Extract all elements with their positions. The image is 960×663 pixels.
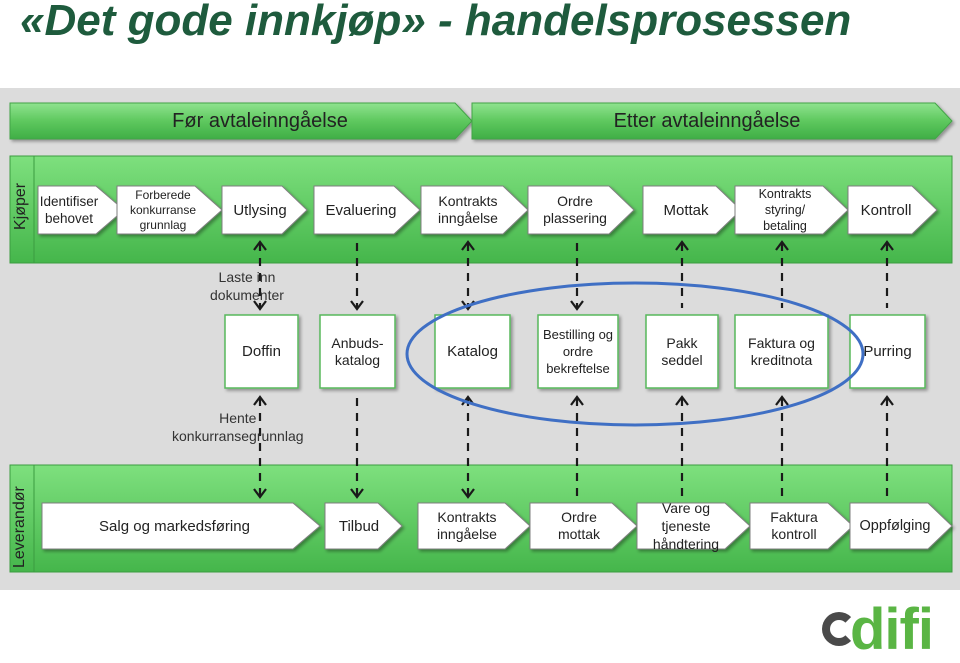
buyer-step-forberede: Forberede konkurranse grunnlag <box>129 187 197 232</box>
buyer-step-evaluering: Evaluering <box>325 201 397 219</box>
supplier-step-faktura-kontroll: Faktura kontroll <box>770 509 818 542</box>
buyer-step-shape-6 <box>527 185 635 235</box>
doc-faktura-kreditnota: Faktura og kreditnota <box>748 334 815 368</box>
doc-shape-4 <box>537 314 619 389</box>
supplier-step-kontrakts-inngaelse: Kontrakts inngåelse <box>437 509 497 542</box>
doc-shape-1 <box>224 314 299 389</box>
buyer-step-shape-5 <box>420 185 529 235</box>
buyer-step-shape-9 <box>847 185 938 235</box>
highlight-ellipse <box>405 281 865 427</box>
supplier-step-shape-4 <box>529 502 638 550</box>
doc-shape-6 <box>734 314 829 389</box>
note-laste-inn-dokumenter: Laste inn dokumenter <box>210 269 284 303</box>
lane-label-buyer: Kjøper <box>12 182 29 230</box>
supplier-step-oppfolging: Oppfølging <box>859 517 931 534</box>
doc-bestilling-ordrebekreftelse: Bestilling og ordre bekreftelse <box>542 327 614 376</box>
doc-doffin: Doffin <box>242 343 281 360</box>
buyer-step-shape-8 <box>734 185 849 235</box>
buyer-step-ordre-plassering: Ordre plassering <box>543 193 607 226</box>
supplier-step-shape-1 <box>41 502 321 550</box>
difi-logo: difi <box>850 597 934 662</box>
phase-arrow-before <box>9 102 473 140</box>
note-hente-konkurransegrunnlag: Hente konkurransegrunnlag <box>172 410 304 444</box>
supplier-step-shape-6 <box>749 502 854 550</box>
phase-label-before: Før avtaleinngåelse <box>172 109 348 132</box>
buyer-step-shape-4 <box>313 185 421 235</box>
page-title: «Det gode innkjøp» - handelsprosessen <box>20 0 852 45</box>
supplier-step-shape-3 <box>417 502 531 550</box>
supplier-step-shape-2 <box>324 502 403 550</box>
supplier-step-vare-tjeneste: Vare og tjeneste håndtering <box>652 500 720 552</box>
buyer-step-kontrakts-inngaelse: Kontrakts inngåelse <box>438 193 498 226</box>
buyer-step-shape-3 <box>221 185 308 235</box>
doc-pakkseddel: Pakk seddel <box>661 334 703 368</box>
doc-shape-5 <box>645 314 719 389</box>
phase-arrow-after <box>471 102 953 140</box>
supplier-step-tilbud: Tilbud <box>338 517 380 535</box>
doc-shape-3 <box>434 314 511 389</box>
supplier-step-salg: Salg og markedsføring <box>99 517 250 535</box>
buyer-step-kontroll: Kontroll <box>860 201 912 219</box>
doc-shape-2 <box>319 314 396 389</box>
buyer-step-mottak: Mottak <box>663 201 709 219</box>
difi-logo-mark <box>822 612 856 646</box>
buyer-step-identifiser: Identifiser behovet <box>39 194 99 226</box>
buyer-step-shape-2 <box>116 185 223 235</box>
buyer-step-kontrakts-styring: Kontrakts styring/ betaling <box>758 187 812 233</box>
doc-anbudskatalog: Anbuds- katalog <box>331 334 384 368</box>
buyer-step-utlysing: Utlysing <box>233 201 287 219</box>
doc-purring: Purring <box>863 343 912 360</box>
phase-label-after: Etter avtaleinngåelse <box>613 109 801 132</box>
supplier-step-shape-7 <box>849 502 953 550</box>
buyer-step-shape-1 <box>37 185 125 235</box>
supplier-step-shape-5 <box>636 502 751 550</box>
doc-katalog: Katalog <box>447 343 498 360</box>
lane-label-supplier: Leverandør <box>11 486 28 568</box>
supplier-step-ordre-mottak: Ordre mottak <box>557 509 600 542</box>
buyer-step-shape-7 <box>642 185 742 235</box>
